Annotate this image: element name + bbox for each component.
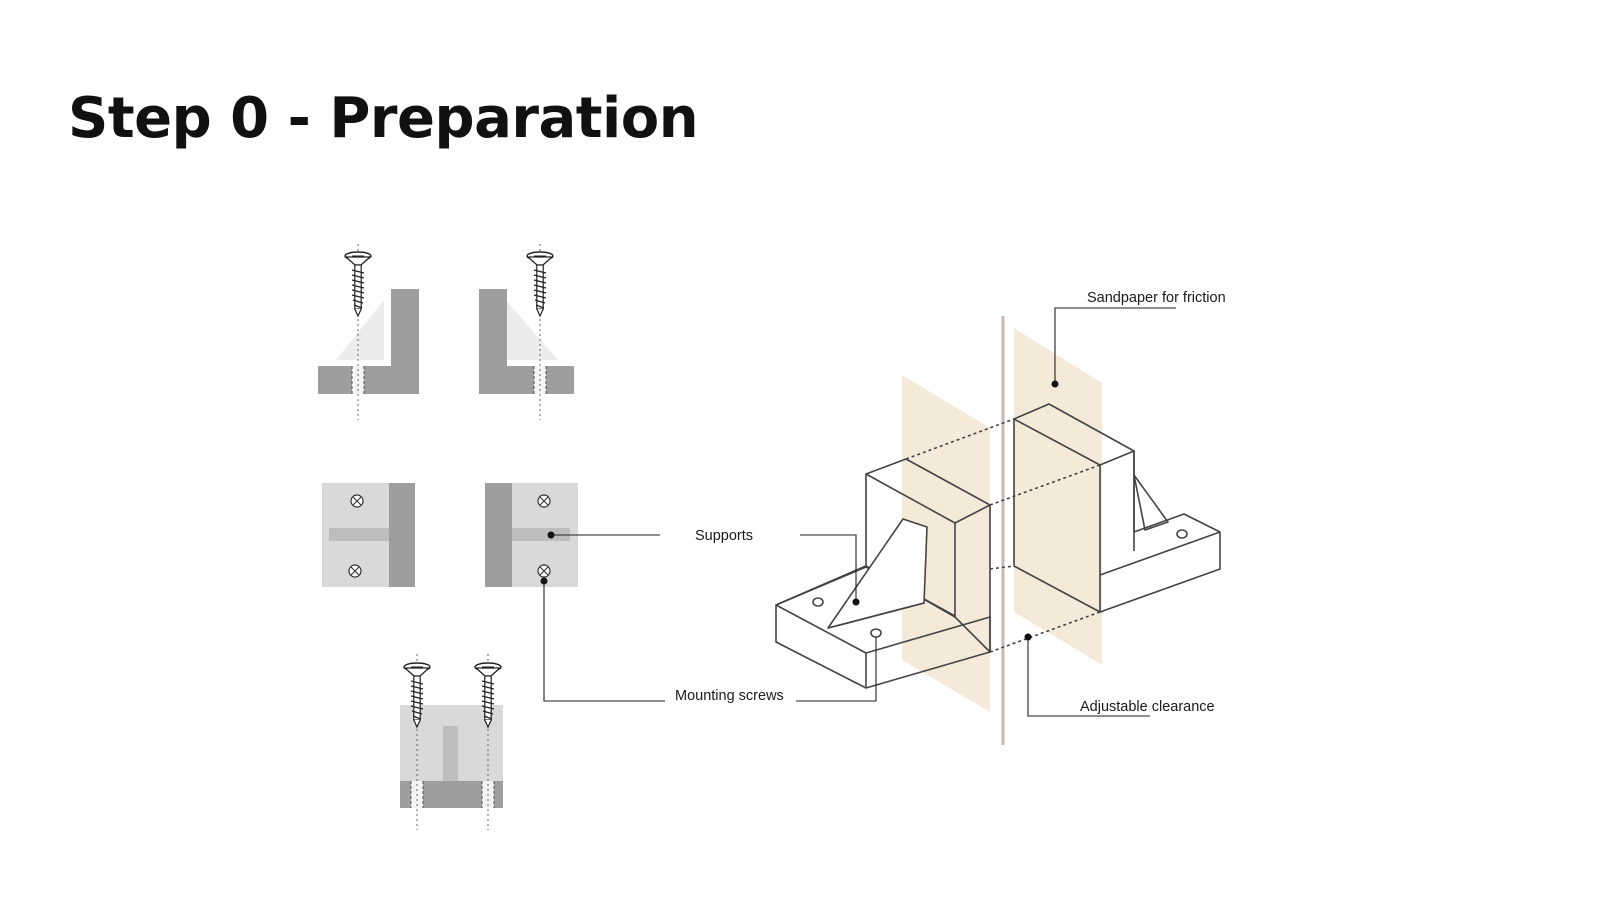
gusset-shape	[336, 300, 384, 360]
gusset-top	[329, 528, 389, 541]
screw-head-x-icon	[348, 564, 362, 578]
callout-lines	[543, 307, 1176, 717]
sandpaper-sheet-right	[1014, 328, 1102, 665]
screw-head-x-icon	[537, 564, 551, 578]
sandpaper-sheet-left	[902, 375, 990, 712]
bracket-base	[479, 366, 574, 394]
bracket-base	[318, 366, 419, 394]
bracket-upright	[391, 289, 419, 366]
label-adjustable-clearance: Adjustable clearance	[1080, 699, 1215, 715]
screw-head-x-icon	[537, 494, 551, 508]
label-supports: Supports	[695, 528, 753, 544]
bracket-right-3d	[1013, 403, 1221, 613]
bracket-upright	[389, 483, 415, 587]
bracket-upright	[479, 289, 507, 366]
label-mounting-screws: Mounting screws	[675, 688, 784, 704]
label-sandpaper: Sandpaper for friction	[1087, 290, 1226, 306]
alignment-lines	[905, 418, 1101, 653]
callout-dots	[540, 380, 1059, 641]
screw-icon	[526, 251, 554, 317]
isometric-assembly	[775, 316, 1221, 745]
bracket-top-view-left	[322, 483, 415, 587]
screw-icon	[344, 251, 372, 317]
bracket-front-view	[400, 654, 503, 830]
gusset-top	[512, 528, 570, 541]
page-title: Step 0 - Preparation	[68, 86, 699, 151]
bracket-side-view-right	[479, 244, 574, 420]
bracket-side-view-left	[318, 244, 419, 420]
gusset-shape	[506, 300, 558, 360]
screw-head-x-icon	[350, 494, 364, 508]
bracket-upright	[485, 483, 512, 587]
gusset-edge	[443, 726, 458, 781]
